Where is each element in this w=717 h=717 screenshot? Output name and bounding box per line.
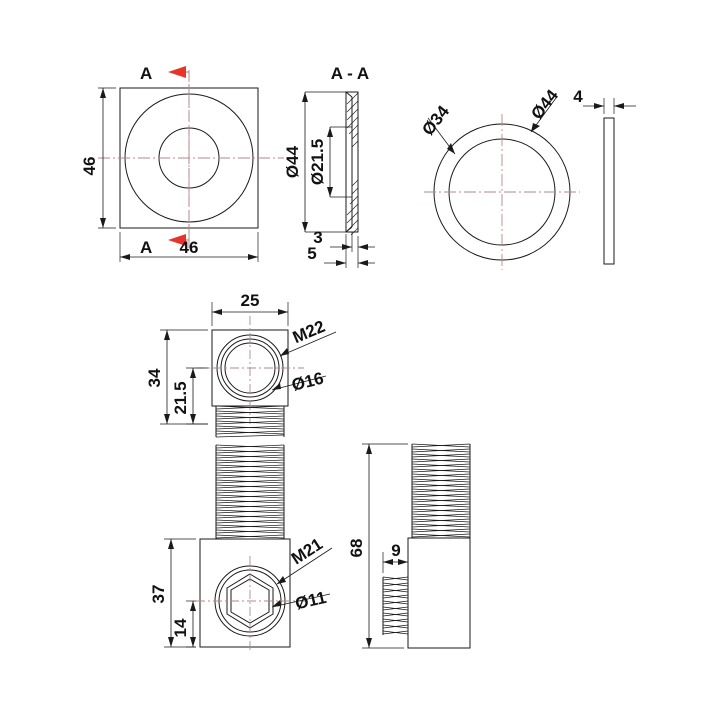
fitting-side-short-thread (382, 576, 409, 635)
section-label-top: A (140, 64, 152, 83)
dim-section-inner-dia-label: Ø21.5 (308, 139, 327, 185)
view-square-flange-front: A A 46 46 (80, 64, 284, 262)
dim-fitting-bottom-center-height: 14 (171, 600, 196, 648)
dim-section-thick: 5 (307, 234, 375, 268)
leader-fitting-bottom-bore-label: Ø11 (293, 588, 328, 614)
fitting-side-thread-shank (411, 443, 471, 538)
dim-fitting-bottom-height-label: 37 (149, 585, 168, 604)
dim-fitting-top-width: 25 (211, 291, 289, 326)
dim-section-outer-dia-label: Ø44 (283, 145, 302, 178)
section-arrow-top (168, 66, 189, 78)
leader-washer-outer-dia: Ø44 (527, 86, 562, 133)
dim-section-thick-label: 5 (307, 244, 316, 263)
fitting-bottom-body-outline (199, 538, 291, 648)
dim-fitting-top-bore-height: 21.5 (171, 367, 208, 425)
dim-fitting-bottom-height: 37 (149, 538, 196, 648)
dim-washer-thickness: 4 (573, 87, 636, 114)
leader-fitting-top-thread-label: M22 (290, 317, 328, 347)
fitting-side-body-outline (407, 537, 471, 649)
section-label-bottom: A (140, 238, 152, 257)
view-washer-ring: Ø34 Ø44 4 (418, 86, 636, 270)
dim-flange-width: 46 (119, 232, 259, 262)
leader-fitting-bottom-thread-label: M21 (288, 534, 326, 568)
leader-fitting-bottom-thread: M21 (276, 534, 333, 585)
view-fitting-top: 25 34 21.5 M22 (145, 291, 337, 438)
dim-section-thin-label: 3 (313, 228, 322, 247)
leader-washer-inner-dia-label: Ø34 (418, 102, 453, 139)
dim-flange-height-label: 46 (80, 157, 99, 176)
dim-fitting-side-length-label: 68 (347, 539, 366, 558)
section-chamfer-top (345, 91, 353, 98)
dim-fitting-side-thread-length-label: 9 (391, 541, 400, 560)
washer-side-profile (603, 117, 615, 265)
dim-fitting-side-length: 68 (347, 443, 408, 649)
fitting-bottom-hex-inner (230, 578, 270, 624)
section-chamfer-bottom (345, 226, 353, 233)
dim-fitting-side-thread-length: 9 (382, 541, 409, 573)
leader-washer-inner-dia: Ø34 (418, 102, 456, 155)
dim-section-thin: 3 (313, 228, 375, 252)
dim-fitting-bottom-center-height-label: 14 (171, 618, 190, 637)
view-section-aa: A - A (283, 64, 375, 268)
leader-washer-outer-dia-label: Ø44 (527, 86, 562, 123)
dim-section-inner-dia: Ø21.5 (308, 126, 352, 198)
dim-fitting-top-height-label: 34 (145, 368, 164, 387)
dim-section-outer-dia: Ø44 (283, 91, 346, 233)
fitting-bottom-thread-shank (215, 444, 285, 539)
dim-flange-width-label: 46 (180, 238, 199, 257)
dim-fitting-top-width-label: 25 (241, 291, 260, 310)
section-arrow-bottom (168, 234, 189, 246)
view-fitting-bottom: 37 14 M21 Ø11 (149, 444, 333, 650)
view-fitting-side: 68 9 (347, 443, 471, 649)
fitting-top-thread-shank (215, 405, 285, 438)
section-hatch-upper (346, 92, 359, 148)
dim-washer-thickness-label: 4 (573, 87, 583, 106)
dim-flange-height: 46 (80, 87, 116, 229)
dim-fitting-top-bore-height-label: 21.5 (171, 381, 190, 414)
leader-fitting-top-bore-label: Ø16 (290, 369, 326, 395)
section-aa-title: A - A (331, 64, 369, 83)
